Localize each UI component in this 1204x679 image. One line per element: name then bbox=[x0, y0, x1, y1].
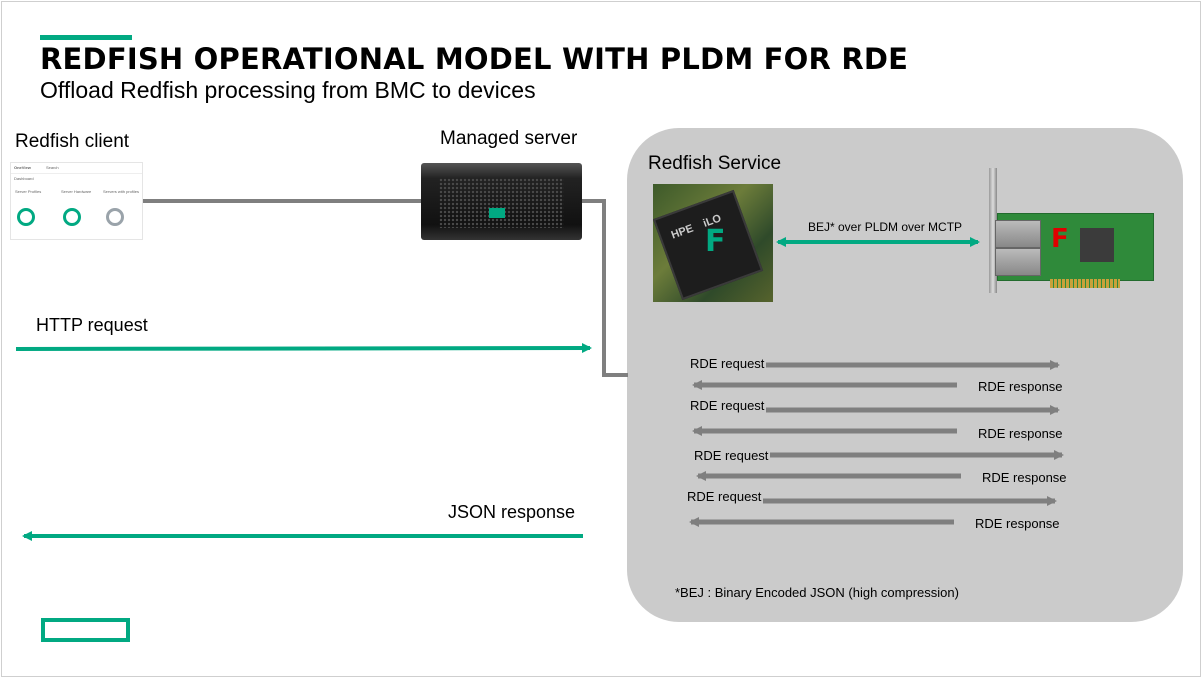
dashboard-topbar: OneView Search bbox=[11, 163, 142, 174]
bej-footnote: *BEJ : Binary Encoded JSON (high compres… bbox=[675, 585, 959, 600]
http-request-arrow bbox=[15, 343, 592, 354]
ilo-chip-image: HPE iLO F bbox=[653, 184, 773, 302]
hpe-logo-box bbox=[41, 618, 130, 642]
slide-subtitle: Offload Redfish processing from BMC to d… bbox=[40, 77, 536, 103]
status-donut-icon bbox=[17, 208, 35, 226]
dashboard-panel-title: Server Hardware bbox=[61, 189, 92, 194]
redfish-client-screenshot: OneView Search Dashboard Server Profiles… bbox=[10, 162, 143, 240]
bej-link-label: BEJ* over PLDM over MCTP bbox=[808, 220, 963, 234]
rde-request-label: RDE request bbox=[694, 448, 769, 463]
slide-title: REDFISH OPERATIONAL MODEL WITH PLDM FOR … bbox=[40, 42, 909, 76]
rde-arrows bbox=[689, 360, 1064, 527]
dashboard-app-title: OneView bbox=[14, 165, 31, 170]
status-donut-icon bbox=[63, 208, 81, 226]
status-donut-icon bbox=[106, 208, 124, 226]
rde-response-label: RDE response bbox=[975, 516, 1060, 531]
managed-server-image bbox=[421, 163, 582, 240]
nic-port bbox=[995, 248, 1041, 276]
json-response-label: JSON response bbox=[448, 502, 576, 522]
rde-request-label: RDE request bbox=[690, 398, 765, 413]
server-grille bbox=[439, 178, 564, 228]
title-accent-bar bbox=[40, 35, 132, 40]
managed-server-label: Managed server bbox=[440, 128, 578, 149]
dashboard-section-title: Dashboard bbox=[14, 176, 34, 181]
redfish-service-label: Redfish Service bbox=[648, 153, 782, 174]
nic-controller-chip bbox=[1080, 228, 1114, 262]
rde-request-label: RDE request bbox=[687, 489, 762, 504]
server-service-link bbox=[582, 199, 628, 377]
nic-edge-connector bbox=[1050, 279, 1120, 288]
redfish-client-label: Redfish client bbox=[15, 131, 130, 152]
chip-f-mark: F bbox=[705, 224, 726, 259]
rde-response-label: RDE response bbox=[978, 426, 1063, 441]
dashboard-search: Search bbox=[45, 165, 59, 170]
server-hpe-badge bbox=[489, 208, 505, 218]
rde-response-label: RDE response bbox=[982, 470, 1067, 485]
nic-card-image: F bbox=[985, 168, 1154, 295]
nic-bracket bbox=[989, 168, 997, 293]
nic-port bbox=[995, 220, 1041, 248]
dashboard-panel-title: Server Profiles bbox=[15, 189, 42, 194]
nic-f-mark: F bbox=[1051, 224, 1069, 254]
chip-text-hpe: HPE bbox=[669, 222, 695, 242]
rde-request-label: RDE request bbox=[690, 356, 765, 371]
rde-response-label: RDE response bbox=[978, 379, 1063, 394]
http-request-label: HTTP request bbox=[36, 315, 148, 335]
dashboard-panel-title: Servers with profiles bbox=[103, 189, 140, 194]
